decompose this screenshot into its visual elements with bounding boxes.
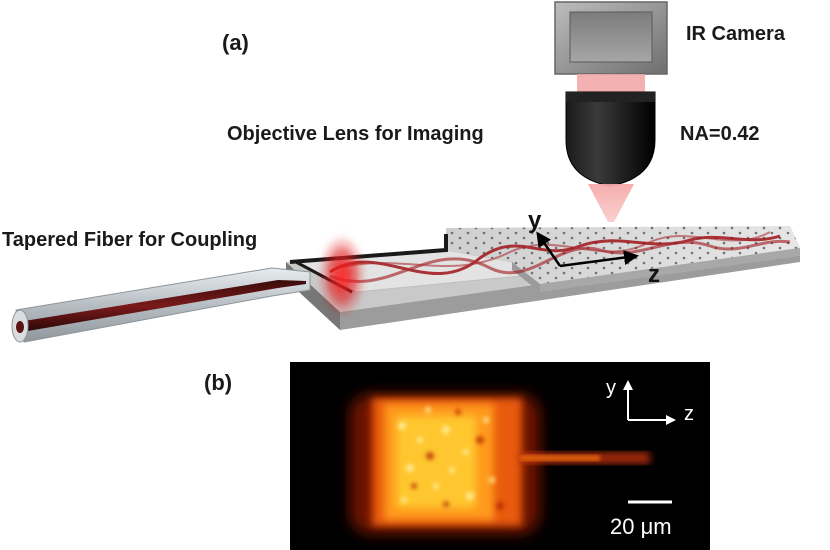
imaging-beam xyxy=(577,74,645,96)
scale-bar-label: 20 μm xyxy=(610,514,672,539)
coupling-spot xyxy=(320,236,364,316)
waveguide-light xyxy=(329,231,791,283)
ir-image xyxy=(290,362,710,550)
objective-lens-icon xyxy=(565,91,656,187)
panel-b-label: (b) xyxy=(204,370,232,395)
tapered-fiber-icon xyxy=(11,267,311,343)
panel-a-label: (a) xyxy=(222,30,249,55)
image-axis-z: z xyxy=(684,403,694,425)
camera-label: IR Camera xyxy=(686,23,786,45)
chip-axis-z: z xyxy=(648,261,660,288)
fiber-label: Tapered Fiber for Coupling xyxy=(2,229,257,251)
na-label: NA=0.42 xyxy=(680,123,760,145)
light-cone xyxy=(588,184,634,222)
chip-axis-y: y xyxy=(528,207,542,234)
axis-arrows-icon xyxy=(536,231,639,268)
image-axis-y: y xyxy=(606,377,616,399)
objective-label: Objective Lens for Imaging xyxy=(227,123,484,145)
camera-icon xyxy=(554,1,668,75)
image-axis-arrows-icon xyxy=(623,380,676,425)
